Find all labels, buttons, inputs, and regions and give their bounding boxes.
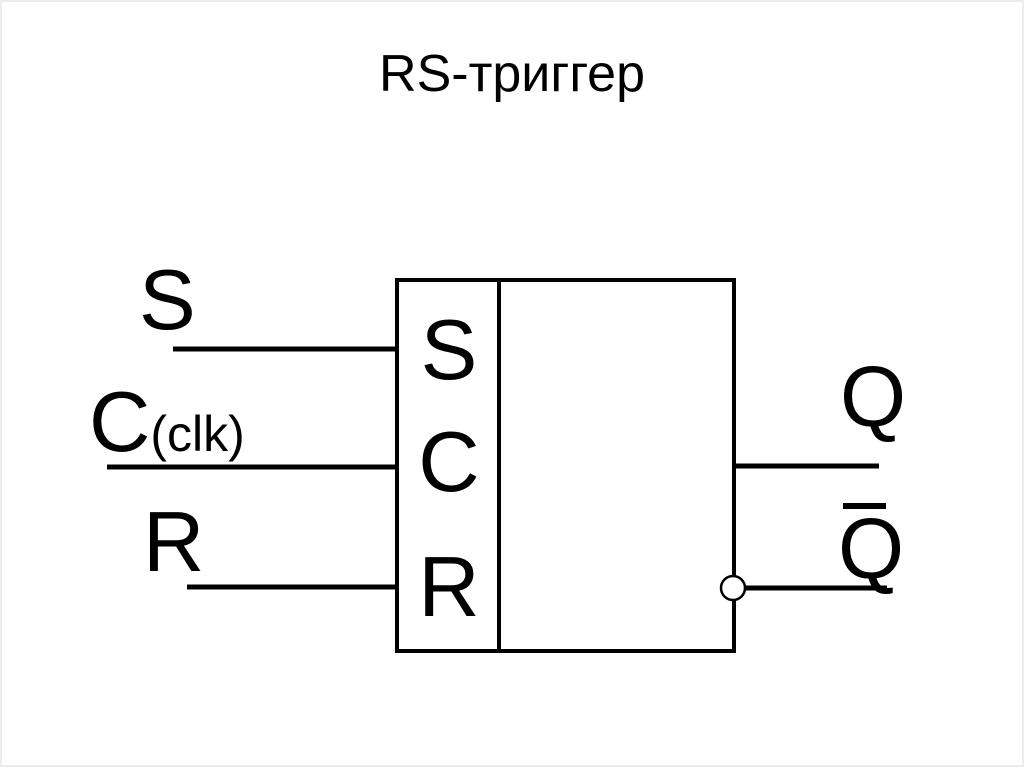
input-label-c: C(clk) <box>89 380 245 465</box>
input-label-c-subscript: (clk) <box>150 406 245 462</box>
output-label-q: Q <box>840 350 907 445</box>
pin-label-r: R <box>418 540 480 635</box>
output-q-inverted-overbar <box>843 503 886 509</box>
input-label-c-main: C <box>89 375 151 470</box>
output-label-q-inverted: Q <box>838 502 905 597</box>
diagram-title: RS-триггер <box>379 45 645 103</box>
input-label-s: S <box>139 253 196 348</box>
pin-label-s: S <box>420 303 478 398</box>
input-label-r: R <box>143 495 205 590</box>
pin-label-c: C <box>418 415 480 510</box>
inversion-bubble <box>719 574 747 602</box>
